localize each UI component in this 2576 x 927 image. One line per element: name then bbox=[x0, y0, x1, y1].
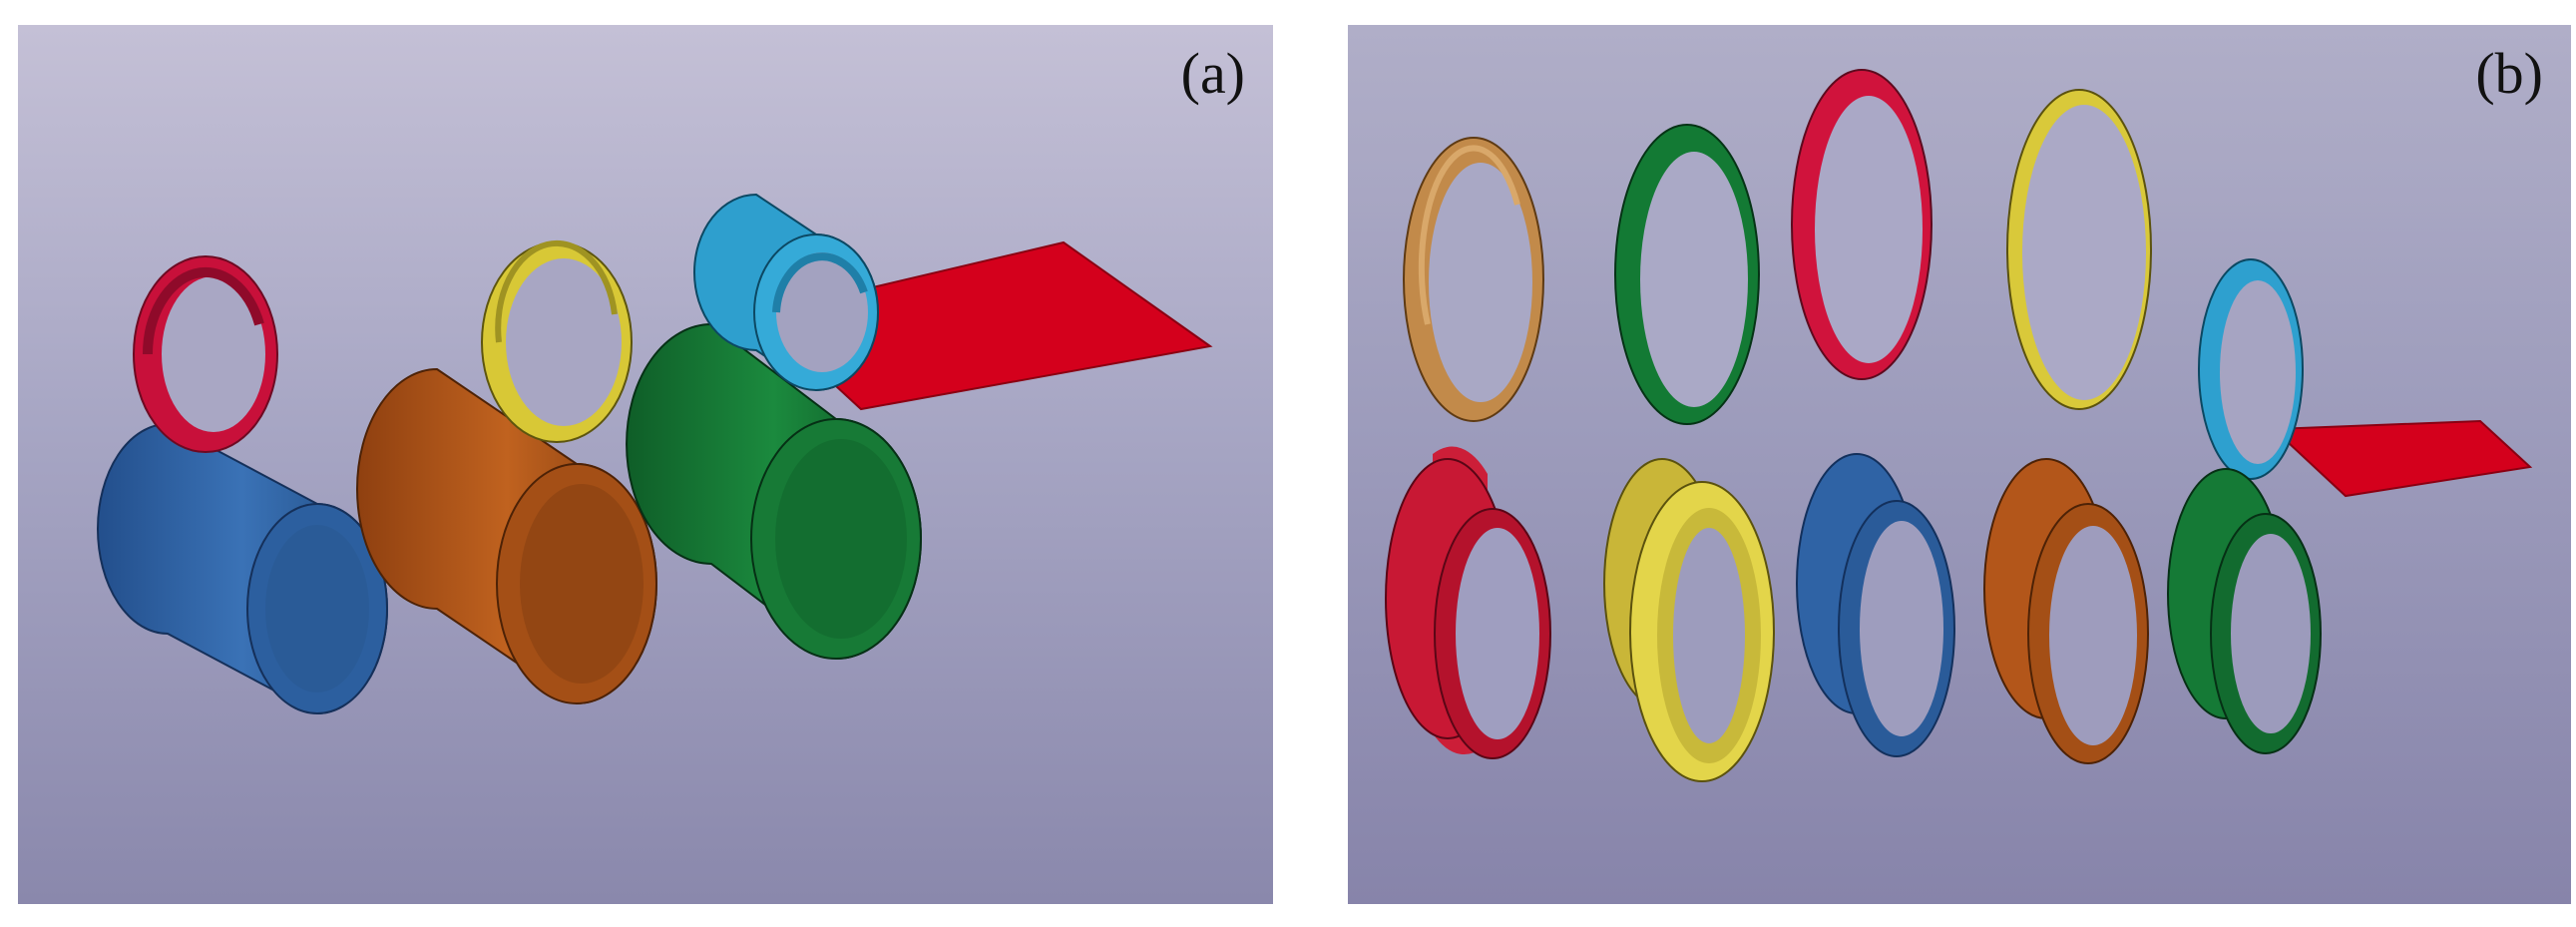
red-sheet bbox=[2271, 419, 2533, 498]
panel-a-label: (a) bbox=[1180, 41, 1245, 106]
orange-roll bbox=[356, 367, 657, 705]
panel-a: (a) bbox=[18, 25, 1273, 904]
red-roll-ring bbox=[1385, 446, 1551, 759]
cyan-roll bbox=[693, 193, 879, 392]
orange-roll-ring bbox=[1983, 458, 2149, 764]
panel-b: (b) bbox=[1348, 25, 2571, 904]
blue-roll-ring bbox=[1796, 453, 1955, 757]
yellow-ring bbox=[481, 239, 633, 443]
green-roll bbox=[626, 322, 922, 661]
bronze-ring bbox=[1403, 137, 1544, 422]
yellow-ring-tall bbox=[2006, 89, 2152, 410]
blue-roll bbox=[97, 422, 388, 715]
cyan-ring bbox=[2198, 258, 2304, 480]
panel-b-label: (b) bbox=[2475, 41, 2543, 106]
green-roll-ring bbox=[2167, 468, 2322, 754]
red-ring bbox=[133, 255, 278, 453]
green-ring bbox=[1614, 124, 1760, 425]
red-ring-tall bbox=[1791, 69, 1932, 380]
yellow-ring-large bbox=[1603, 458, 1775, 782]
panel-a-scene bbox=[97, 193, 1213, 715]
panel-b-scene bbox=[1385, 69, 2533, 782]
